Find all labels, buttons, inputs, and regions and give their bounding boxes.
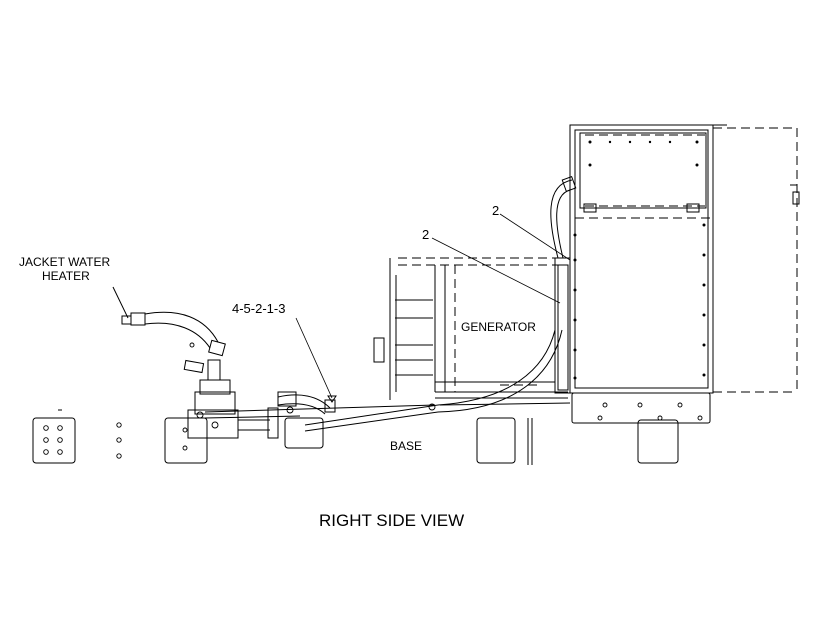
leader-lines bbox=[295, 213, 571, 403]
engine-body bbox=[569, 124, 800, 394]
left-mount-plate bbox=[32, 409, 122, 464]
view-title: RIGHT SIDE VIEW bbox=[319, 511, 465, 530]
base-frame bbox=[164, 392, 711, 465]
generator-body bbox=[373, 257, 571, 400]
engine-bolts bbox=[573, 140, 706, 380]
jacket-water-heater-assembly bbox=[112, 286, 336, 439]
generator-label: GENERATOR bbox=[461, 320, 536, 334]
coolant-hose bbox=[304, 176, 577, 432]
base-label: BASE bbox=[390, 439, 423, 453]
jacket-water-heater-label-line2: HEATER bbox=[42, 269, 90, 283]
callout-upper-2: 2 bbox=[492, 203, 500, 218]
callout-firing-order: 4-5-2-1-3 bbox=[232, 301, 286, 316]
jacket-water-heater-label-line1: JACKET WATER bbox=[19, 255, 111, 269]
callout-lower-2: 2 bbox=[422, 227, 430, 242]
engine-top-cover bbox=[575, 132, 710, 219]
